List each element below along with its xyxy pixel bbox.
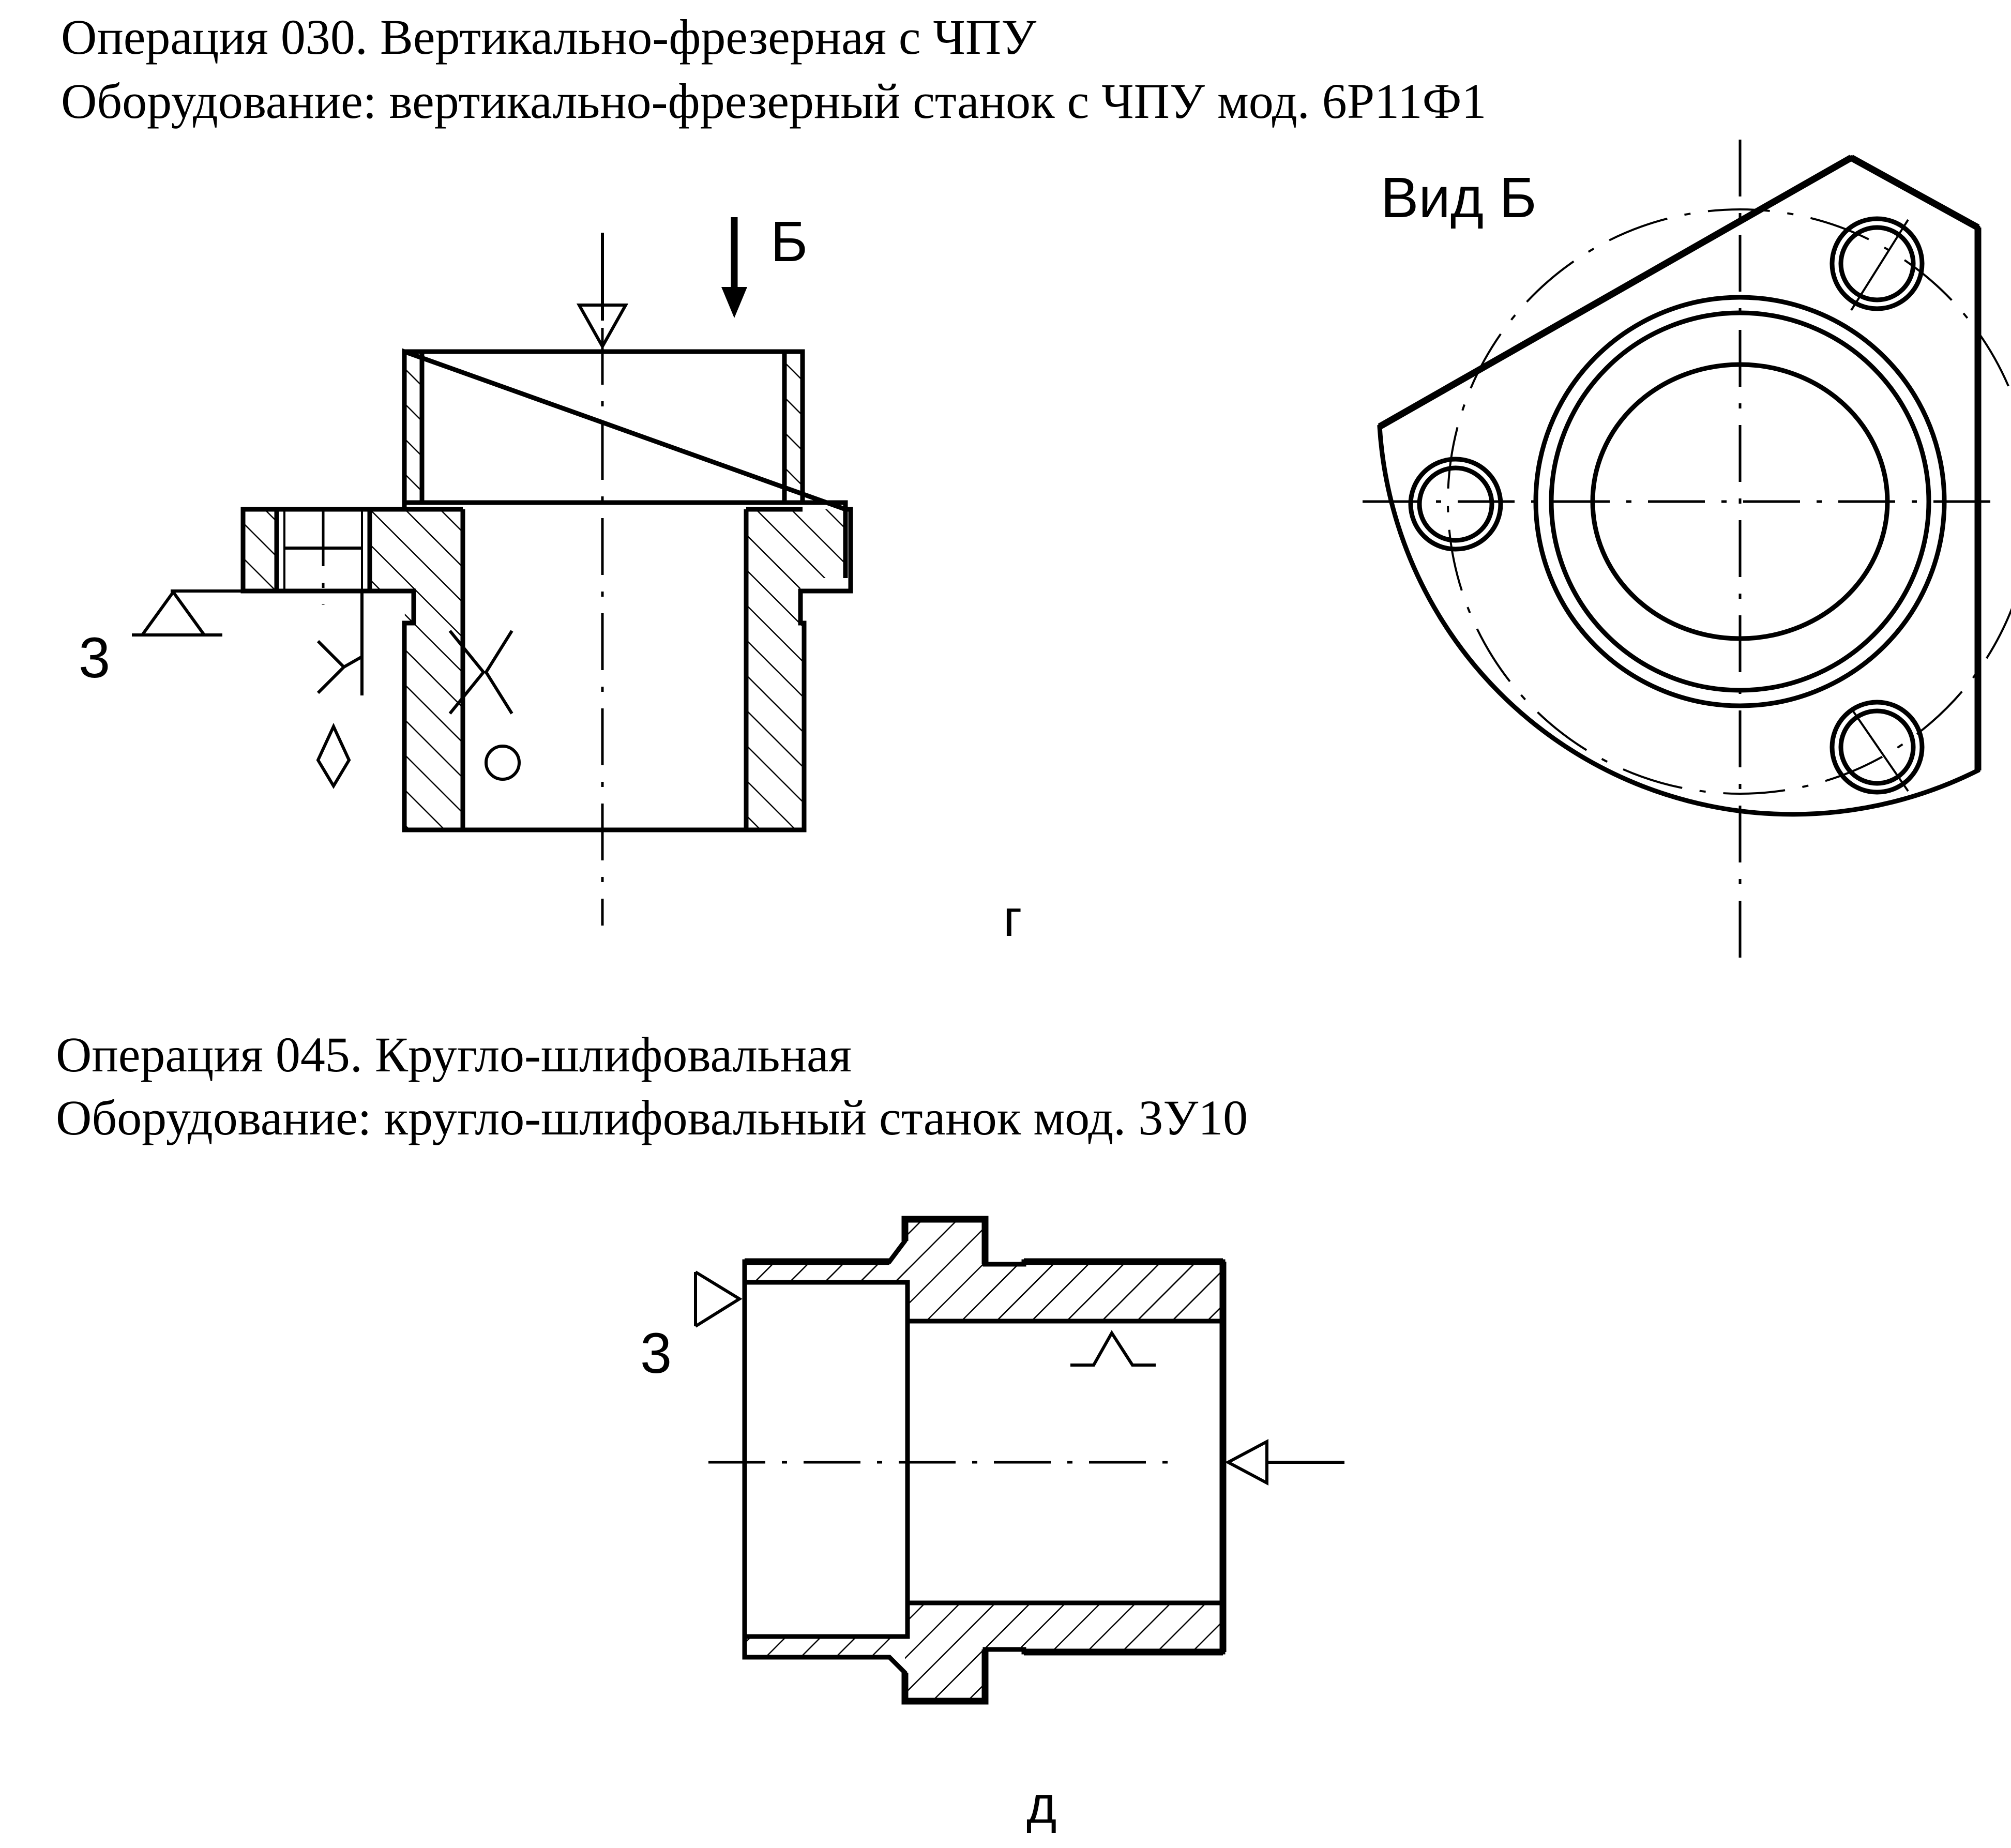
base-label-d: 3 (640, 1322, 672, 1385)
round-pin-icon (485, 745, 521, 781)
right-wall-hatch (746, 509, 845, 830)
view-arrow-label: Б (770, 210, 808, 274)
bolt-hole-left (1408, 457, 1503, 552)
center-mark-left (448, 630, 486, 715)
contour-corner-bold (1849, 155, 1980, 231)
base-triangle (141, 589, 206, 636)
left-bore (742, 1280, 910, 1639)
center-mark-right (484, 630, 513, 715)
center-triangle (1224, 1439, 1268, 1486)
top-flange-hatch (905, 1219, 1223, 1321)
sketch-g-section: Б 3 г (79, 210, 1022, 947)
operation-045-title: Операция 045. Кругло-шлифовальная (56, 1027, 852, 1082)
top-flange-bold (901, 1216, 989, 1264)
contour-edge-bold (1378, 155, 1853, 430)
hole-top-axis (1850, 219, 1909, 311)
left-top-hatch (745, 1262, 908, 1282)
diamond-pin-icon (316, 722, 351, 789)
operation-030-title: Операция 030. Вертикально-фрезерная с ЧП… (61, 9, 1036, 65)
sketch-d-section: 3 д (640, 1216, 1344, 1834)
operation-030-equipment: Оборудование: вертикально-фрезерный стан… (61, 73, 1486, 129)
figure-label-g: г (1003, 889, 1022, 947)
upper-right-wall-hatch (784, 352, 803, 503)
bolt-hole-top-inner (1838, 225, 1916, 302)
bolt-hole-top (1829, 216, 1925, 311)
loc-mark-1 (316, 640, 346, 694)
flange-contour (1377, 155, 1980, 817)
view-b: Вид Б (1363, 140, 2011, 972)
bolt-hole-bottom (1829, 700, 1925, 795)
flange-left-tip-hatch (243, 509, 277, 591)
left-wall-hatch (370, 509, 463, 830)
upper-bore (419, 352, 787, 505)
bolt-hole-bottom-inner (1838, 708, 1916, 786)
figure-label-d: д (1026, 1776, 1056, 1834)
bolt-circle (1447, 208, 2011, 795)
base-triangle-d (694, 1270, 743, 1328)
operation-045-equipment: Оборудование: кругло-шлифовальный станок… (56, 1090, 1248, 1145)
clamp-triangle (576, 304, 629, 350)
left-bottom-hatch (745, 1637, 908, 1657)
upper-left-wall-hatch (404, 352, 422, 503)
loc-mark-link (343, 655, 363, 669)
base-label-g: 3 (79, 626, 110, 690)
view-b-title: Вид Б (1381, 166, 1537, 230)
hole-bottom-axis (1850, 707, 1909, 792)
grinding-mark (1070, 1330, 1156, 1367)
bottom-flange-bold (901, 1649, 989, 1705)
bolt-hole-left-inner (1417, 465, 1494, 543)
view-arrow-head (721, 287, 747, 318)
